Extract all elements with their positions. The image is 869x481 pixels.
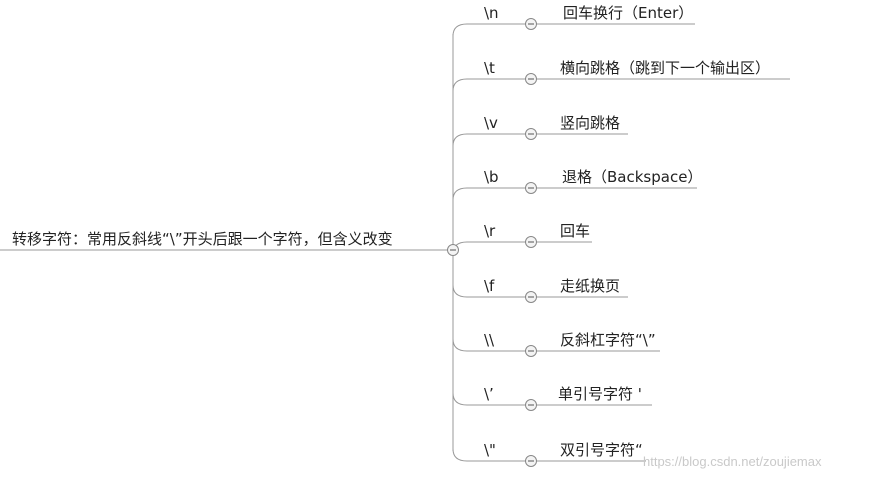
- branch-description-label: 单引号字符 ': [558, 385, 642, 403]
- collapse-button-3[interactable]: [525, 182, 537, 194]
- branch-connector-7: [452, 392, 531, 406]
- branch-connector-8: [452, 448, 531, 462]
- collapse-button-5[interactable]: [525, 291, 537, 303]
- branch-description-label: 双引号字符“: [560, 441, 643, 459]
- branch-key-label: \r: [484, 222, 496, 240]
- branch-key-label: \v: [484, 114, 498, 132]
- collapse-button-8[interactable]: [525, 455, 537, 467]
- collapse-button-1[interactable]: [525, 73, 537, 85]
- branch-connector-6: [452, 338, 531, 352]
- root-node-label: 转移字符：常用反斜线“\”开头后跟一个字符，但含义改变: [12, 230, 393, 248]
- watermark-text: https://blog.csdn.net/zoujiemax: [643, 454, 822, 469]
- branch-key-label: \t: [484, 59, 495, 77]
- branch-key-label: \": [484, 441, 496, 459]
- root-collapse-button[interactable]: [447, 244, 459, 256]
- collapse-button-6[interactable]: [525, 345, 537, 357]
- branch-key-label: \b: [484, 168, 499, 186]
- branch-connector-5: [452, 284, 531, 298]
- branch-description-label: 回车: [560, 222, 591, 240]
- branch-connector-1: [452, 78, 531, 92]
- branch-description-label: 反斜杠字符“\”: [560, 331, 656, 349]
- collapse-button-4[interactable]: [525, 236, 537, 248]
- branch-description-label: 回车换行（Enter）: [563, 4, 694, 22]
- branch-key-label: \f: [484, 277, 495, 295]
- branch-connector-0: [452, 23, 531, 37]
- branch-description-label: 横向跳格（跳到下一个输出区）: [560, 59, 771, 77]
- collapse-button-2[interactable]: [525, 128, 537, 140]
- branch-connector-3: [452, 187, 531, 201]
- branch-connector-2: [452, 133, 531, 147]
- branch-description-label: 走纸换页: [560, 277, 621, 295]
- branch-key-label: \\: [484, 331, 495, 349]
- branch-key-label: \n: [484, 4, 499, 22]
- branch-key-label: \’: [484, 385, 494, 403]
- collapse-button-7[interactable]: [525, 399, 537, 411]
- collapse-button-0[interactable]: [525, 18, 537, 30]
- branch-description-label: 退格（Backspace）: [562, 168, 703, 186]
- branch-description-label: 竖向跳格: [560, 114, 621, 132]
- collapse-buttons: [447, 18, 537, 467]
- branch-connector-4: [452, 241, 531, 255]
